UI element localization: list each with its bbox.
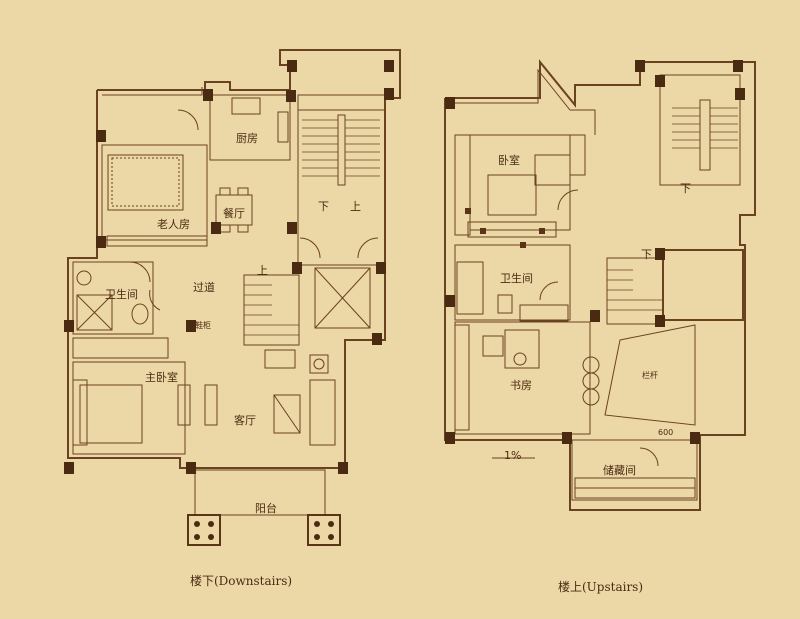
label-master-bedroom: 主卧室 bbox=[145, 371, 178, 384]
living-sofa bbox=[309, 379, 336, 446]
label-downstairs-bathroom: 卫生间 bbox=[105, 288, 138, 301]
label-up-stair-down: 下 bbox=[680, 182, 691, 195]
railing-area bbox=[604, 324, 696, 426]
label-upstairs-bathroom: 卫生间 bbox=[500, 272, 533, 285]
upstairs-plan bbox=[444, 59, 756, 511]
dining-table bbox=[215, 194, 253, 226]
storage-area bbox=[571, 439, 698, 501]
label-corridor: 过道 bbox=[193, 281, 215, 294]
upstairs-bedroom-area bbox=[469, 134, 571, 231]
downstairs-columns bbox=[64, 60, 394, 474]
downstairs-plan bbox=[67, 49, 401, 516]
label-storage: 储藏间 bbox=[603, 464, 636, 477]
label-dining: 餐厅 bbox=[223, 207, 245, 220]
label-up-stair-down-2: 下 bbox=[641, 248, 652, 261]
label-railing: 栏杆 bbox=[642, 371, 658, 380]
upstairs-outer-wall bbox=[444, 59, 756, 511]
label-stair-up: 上 bbox=[350, 200, 361, 213]
upstairs-stairwell bbox=[659, 74, 741, 186]
downstairs-stairwell bbox=[297, 94, 386, 266]
label-dimension: 600 bbox=[658, 428, 674, 437]
downstairs-outer-wall bbox=[67, 49, 401, 469]
label-shoe-cabinet: 鞋柜 bbox=[195, 321, 211, 330]
downstairs-balcony-planters bbox=[187, 514, 341, 546]
kitchen-area bbox=[209, 94, 291, 161]
label-living-room: 客厅 bbox=[234, 414, 256, 427]
label-study: 书房 bbox=[510, 379, 532, 392]
upstairs-bathroom-area bbox=[454, 244, 571, 321]
balcony-area bbox=[194, 469, 326, 516]
elder-room-area bbox=[101, 144, 208, 241]
label-elder-room: 老人房 bbox=[157, 218, 190, 231]
label-stair-up-2: 上 bbox=[257, 264, 268, 277]
downstairs-bathroom-area bbox=[72, 261, 154, 335]
label-balcony: 阳台 bbox=[255, 502, 277, 515]
upstairs-columns bbox=[445, 60, 745, 444]
elevator-shaft bbox=[314, 267, 371, 329]
upstairs-void bbox=[662, 249, 744, 321]
label-upstairs-bedroom: 卧室 bbox=[498, 154, 520, 167]
label-slope: 1% bbox=[504, 449, 522, 462]
label-stair-down: 下 bbox=[318, 200, 329, 213]
label-kitchen: 厨房 bbox=[236, 132, 258, 145]
caption-upstairs: 楼上(Upstairs) bbox=[558, 580, 644, 594]
caption-downstairs: 楼下(Downstairs) bbox=[190, 574, 293, 588]
